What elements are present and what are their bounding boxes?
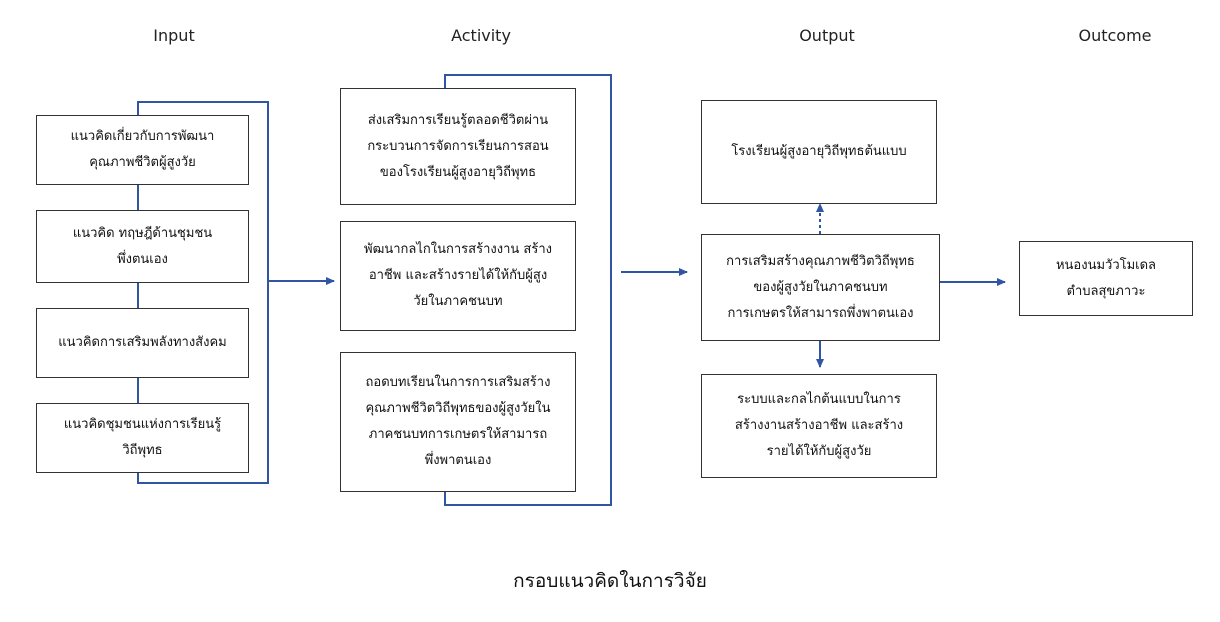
heading-outcome: Outcome <box>1078 26 1152 45</box>
heading-input: Input <box>153 26 195 45</box>
input-bracket-line <box>137 101 269 484</box>
input-box-learning-community: แนวคิดชุมชนแห่งการเรียนรู้ วิถีพุทธ <box>36 403 249 473</box>
output-box-model-school: โรงเรียนผู้สูงอายุวิถีพุทธต้นแบบ <box>701 100 937 204</box>
output-box-quality-of-life: การเสริมสร้างคุณภาพชีวิตวิถีพุทธ ของผู้ส… <box>701 234 940 341</box>
activity-box-lessons-learned: ถอดบทเรียนในการการเสริมสร้าง คุณภาพชีวิต… <box>340 352 576 492</box>
input-box-social-empowerment: แนวคิดการเสริมพลังทางสังคม <box>36 308 249 378</box>
activity-box-lifelong-learning: ส่งเสริมการเรียนรู้ตลอดชีวิตผ่าน กระบวนก… <box>340 88 576 205</box>
outcome-box-nong-nom-wua-model: หนองนมวัวโมเดล ตำบลสุขภาวะ <box>1019 241 1193 316</box>
diagram-caption: กรอบแนวคิดในการวิจัย <box>513 570 707 592</box>
heading-activity: Activity <box>451 26 511 45</box>
activity-bracket-line <box>444 74 612 506</box>
heading-output: Output <box>799 26 855 45</box>
output-box-mechanism: ระบบและกลไกต้นแบบในการ สร้างงานสร้างอาชี… <box>701 374 937 478</box>
activity-box-job-mechanism: พัฒนากลไกในการสร้างงาน สร้าง อาชีพ และสร… <box>340 221 576 331</box>
input-box-self-reliant-community: แนวคิด ทฤษฎีด้านชุมชน พึ่งตนเอง <box>36 210 249 283</box>
input-box-quality-of-life: แนวคิดเกี่ยวกับการพัฒนา คุณภาพชีวิตผู้สู… <box>36 115 249 185</box>
